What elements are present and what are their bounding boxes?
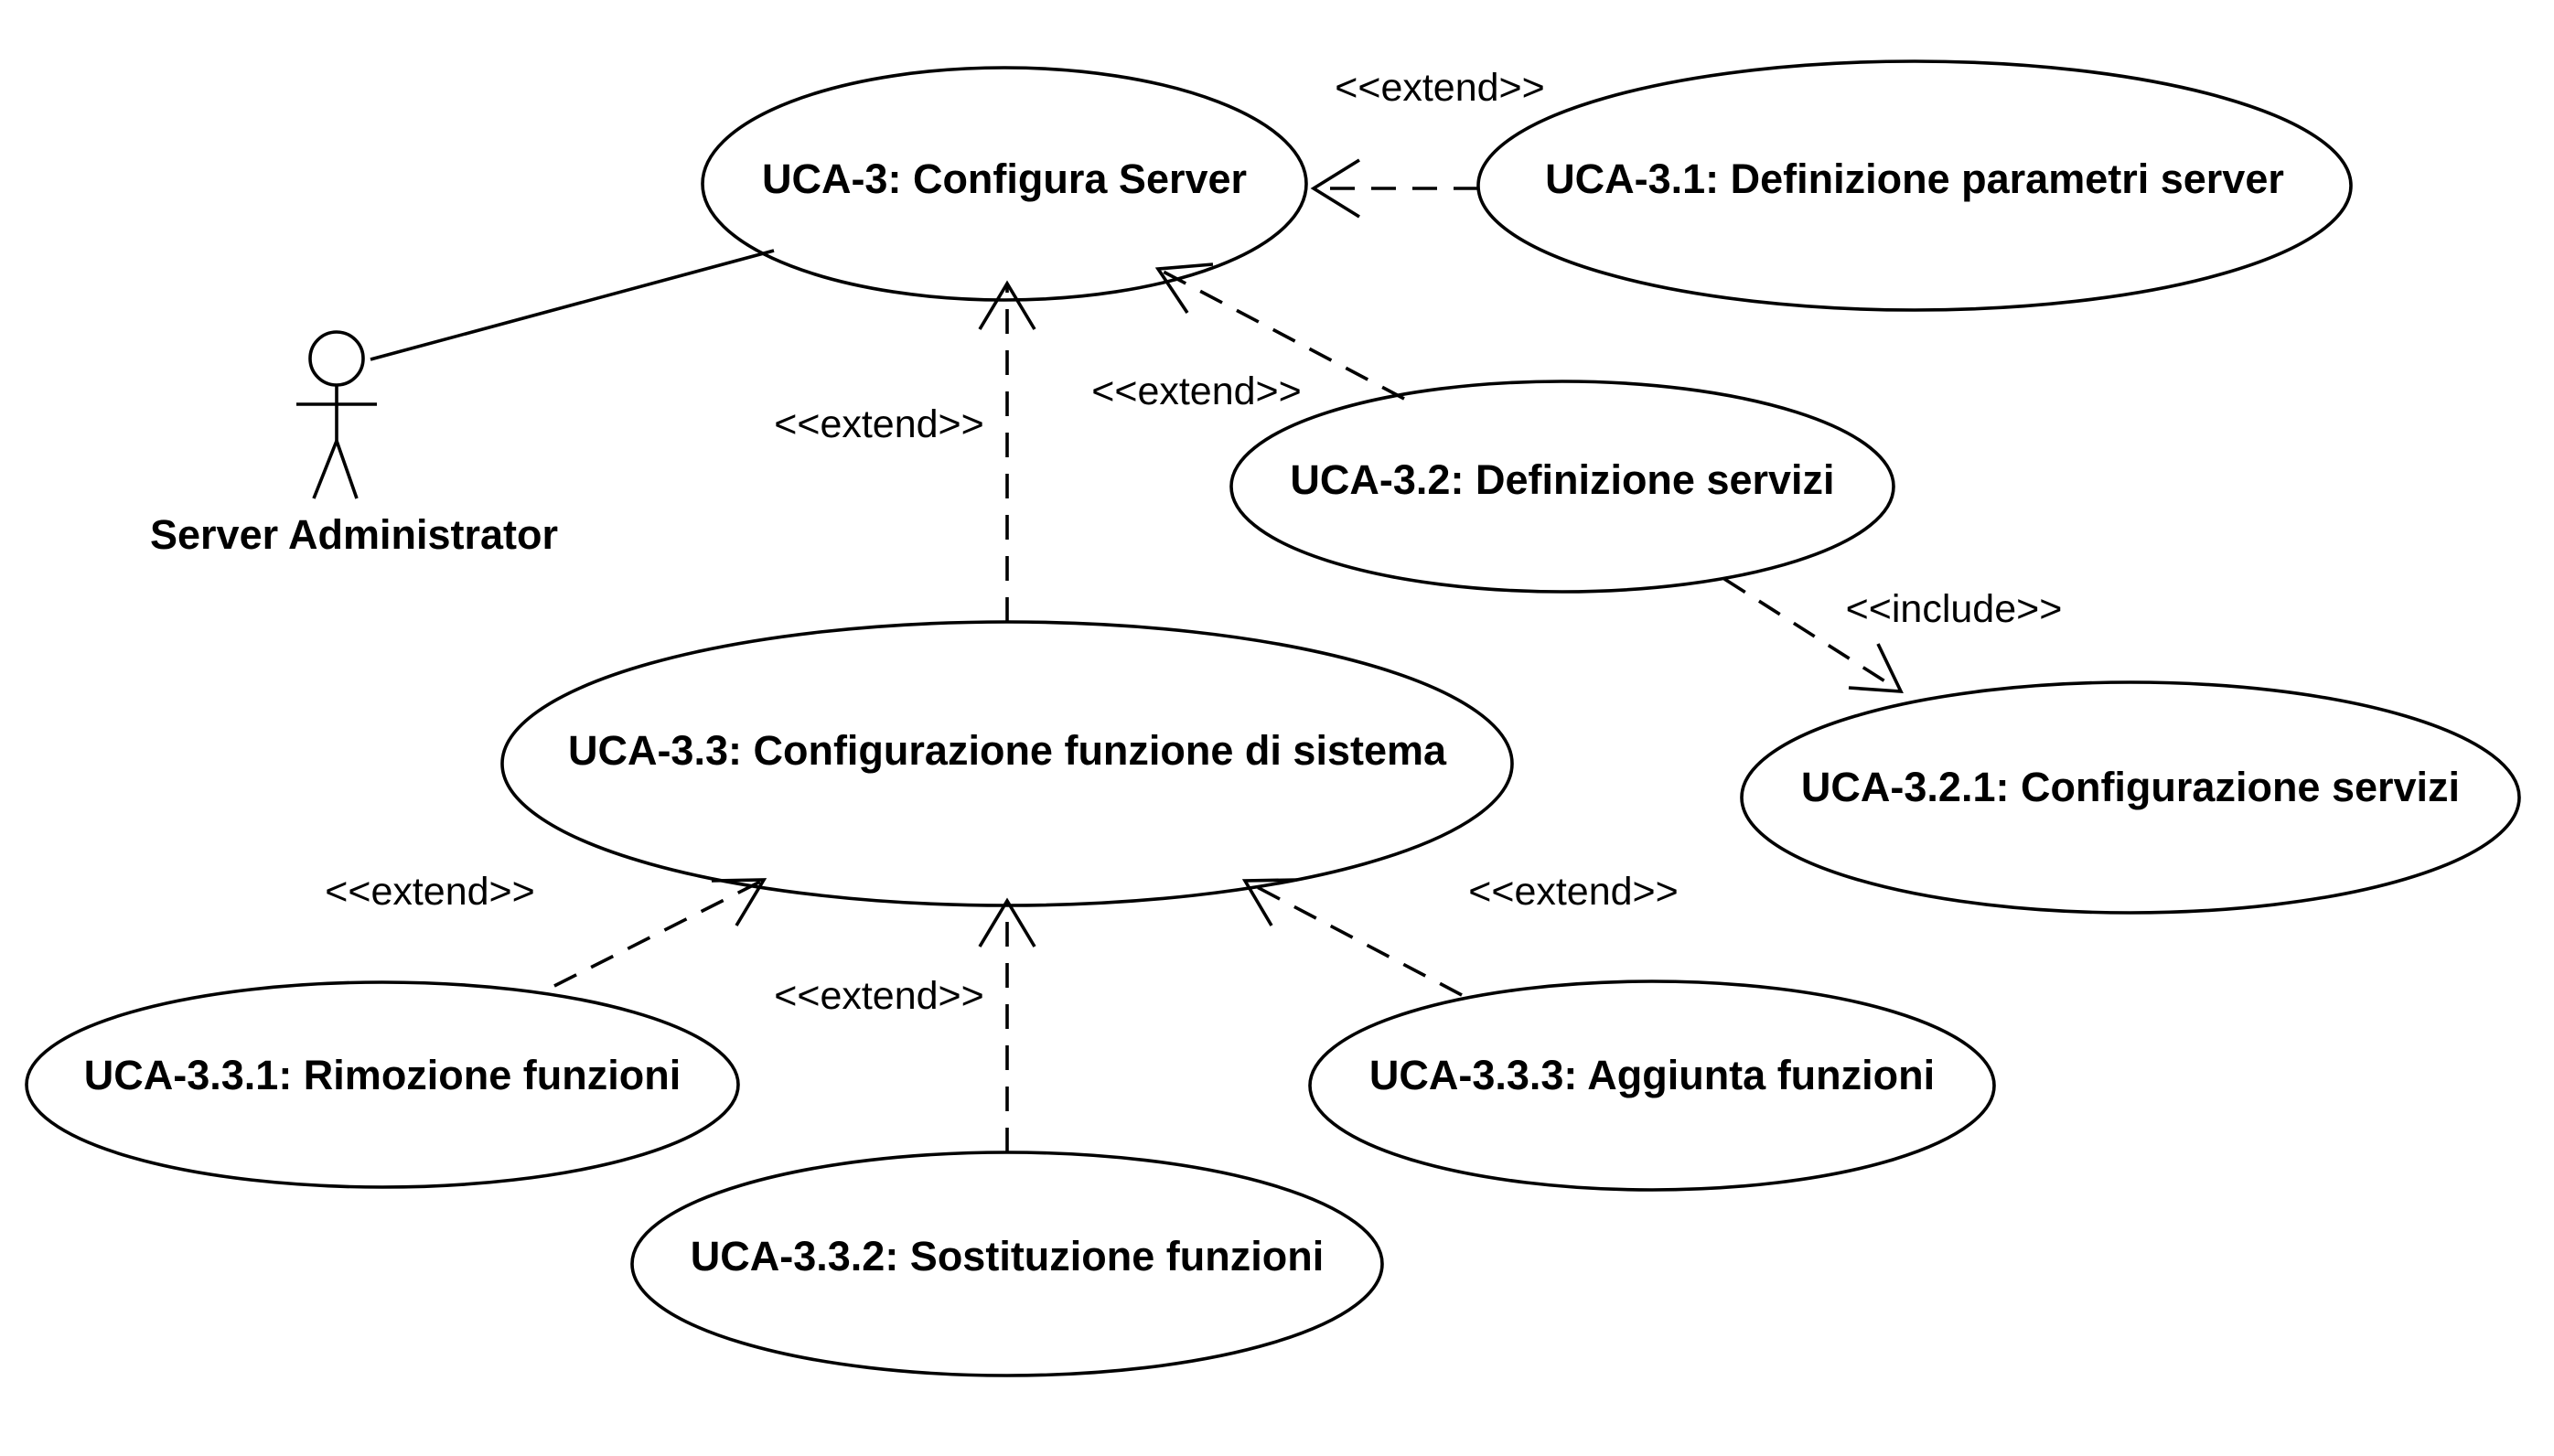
use-case-uca-3[interactable]: UCA-3: Configura Server xyxy=(701,66,1308,302)
dependency-uca-3-2-to-uca-3: <<extend>> xyxy=(1091,262,1405,413)
dependency-uca-3-3-2-to-uca-3-3: <<extend>> xyxy=(774,897,1036,1152)
open-arrowhead-icon xyxy=(711,878,767,926)
stereotype-label: <<extend>> xyxy=(774,402,984,446)
use-case-uca-3-3[interactable]: UCA-3.3: Configurazione funzione di sist… xyxy=(500,620,1514,907)
use-case-uca-3-3-2[interactable]: UCA-3.3.2: Sostituzione funzioni xyxy=(630,1151,1384,1377)
use-case-uca-3-3-3-label: UCA-3.3.3: Aggiunta funzioni xyxy=(1369,1052,1935,1098)
dependency-uca-3-1-to-uca-3: <<extend>> xyxy=(1310,66,1545,219)
use-case-uca-3-3-3[interactable]: UCA-3.3.3: Aggiunta funzioni xyxy=(1308,980,1996,1192)
use-case-uca-3-3-label: UCA-3.3: Configurazione funzione di sist… xyxy=(568,727,1447,774)
open-arrowhead-icon xyxy=(1154,262,1214,314)
use-case-uca-3-label: UCA-3: Configura Server xyxy=(762,155,1247,202)
use-case-uca-3-2-1[interactable]: UCA-3.2.1: Configurazione servizi xyxy=(1740,680,2521,915)
stereotype-label: <<extend>> xyxy=(325,870,535,914)
dependency-uca-3-2-to-uca-3-2-1: <<include>> xyxy=(1723,577,2063,694)
use-case-uca-3-3-2-label: UCA-3.3.2: Sostituzione funzioni xyxy=(691,1233,1325,1279)
open-arrowhead-icon xyxy=(1241,878,1298,926)
dependency-uca-3-3-1-to-uca-3-3: <<extend>> xyxy=(325,870,767,988)
open-arrowhead-icon xyxy=(978,280,1036,330)
use-case-uca-3-1-label: UCA-3.1: Definizione parametri server xyxy=(1545,155,2284,202)
open-arrowhead-icon xyxy=(978,897,1036,947)
use-case-uca-3-1[interactable]: UCA-3.1: Definizione parametri server xyxy=(1476,59,2353,312)
use-case-uca-3-2-label: UCA-3.2: Definizione servizi xyxy=(1290,456,1834,503)
actor-server-administrator[interactable]: Server Administrator xyxy=(150,330,558,558)
stereotype-label: <<extend>> xyxy=(1468,870,1679,914)
stereotype-label: <<extend>> xyxy=(1091,369,1302,413)
dependency-uca-3-3-to-uca-3: <<extend>> xyxy=(774,280,1036,622)
open-arrowhead-icon xyxy=(1848,643,1904,694)
stereotype-label: <<extend>> xyxy=(774,974,984,1018)
actor-name: Server Administrator xyxy=(150,511,558,558)
use-case-uca-3-3-1[interactable]: UCA-3.3.1: Rimozione funzioni xyxy=(25,980,740,1189)
dependency-uca-3-3-3-to-uca-3-3: <<extend>> xyxy=(1241,870,1679,997)
use-case-uca-3-2[interactable]: UCA-3.2: Definizione servizi xyxy=(1229,380,1895,594)
open-arrowhead-icon xyxy=(1310,158,1360,219)
stereotype-label: <<extend>> xyxy=(1335,66,1545,110)
stereotype-label: <<include>> xyxy=(1846,587,2063,631)
use-case-uca-3-2-1-label: UCA-3.2.1: Configurazione servizi xyxy=(1801,764,2460,810)
actor-stick-figure-icon xyxy=(296,330,377,499)
use-case-uca-3-3-1-label: UCA-3.3.1: Rimozione funzioni xyxy=(84,1052,681,1098)
association-actor-uca-3 xyxy=(370,249,775,361)
